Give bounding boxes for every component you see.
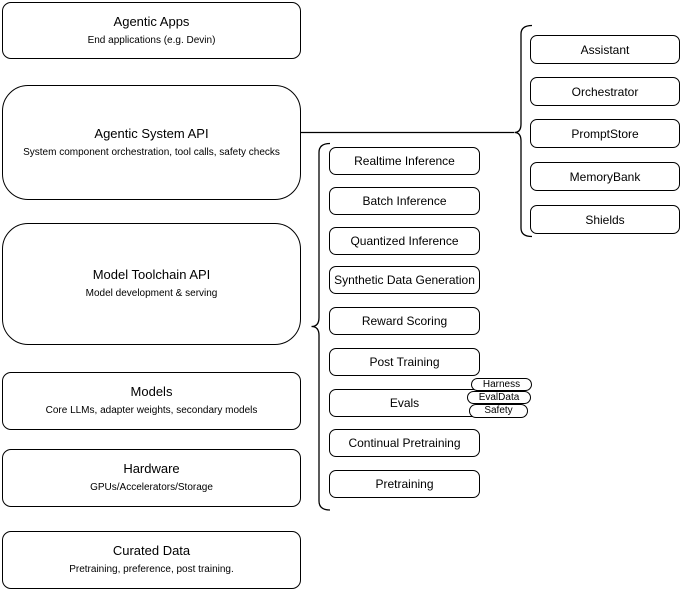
- node-continual-pretraining: Continual Pretraining: [329, 429, 480, 457]
- node-reward-scoring: Reward Scoring: [329, 307, 480, 335]
- node-curated-data: Curated Data Pretraining, preference, po…: [2, 531, 301, 589]
- node-assistant: Assistant: [530, 35, 680, 64]
- node-evals: Evals: [329, 389, 480, 417]
- node-post-training: Post Training: [329, 348, 480, 376]
- node-title: Curated Data: [112, 543, 191, 559]
- node-batch-inference: Batch Inference: [329, 187, 480, 215]
- node-title: Models: [130, 384, 173, 400]
- node-title: Agentic Apps: [113, 13, 190, 29]
- node-subtitle: Pretraining, preference, post training.: [69, 564, 234, 576]
- node-agentic-apps: Agentic Apps End applications (e.g. Devi…: [2, 2, 301, 59]
- node-pretraining: Pretraining: [329, 470, 480, 498]
- node-quantized-inference: Quantized Inference: [329, 227, 480, 255]
- node-models: Models Core LLMs, adapter weights, secon…: [2, 372, 301, 430]
- node-title: Hardware: [123, 461, 180, 477]
- node-subtitle: GPUs/Accelerators/Storage: [90, 482, 213, 494]
- node-shields: Shields: [530, 205, 680, 234]
- toolchain-group-bracket: [311, 142, 331, 511]
- node-subtitle: System component orchestration, tool cal…: [23, 146, 280, 158]
- node-promptstore: PromptStore: [530, 119, 680, 148]
- node-title: Model Toolchain API: [92, 267, 211, 283]
- tag-harness: Harness: [471, 378, 532, 391]
- node-synthetic-data-generation: Synthetic Data Generation: [329, 266, 480, 294]
- node-orchestrator: Orchestrator: [530, 77, 680, 106]
- node-agentic-system-api: Agentic System API System component orch…: [2, 85, 301, 200]
- node-title: Agentic System API: [94, 125, 209, 141]
- node-subtitle: Core LLMs, adapter weights, secondary mo…: [45, 405, 258, 417]
- node-subtitle: End applications (e.g. Devin): [87, 34, 216, 46]
- node-hardware: Hardware GPUs/Accelerators/Storage: [2, 449, 301, 507]
- node-model-toolchain-api: Model Toolchain API Model development & …: [2, 223, 301, 345]
- node-subtitle: Model development & serving: [85, 288, 218, 300]
- node-realtime-inference: Realtime Inference: [329, 147, 480, 175]
- tag-evaldata: EvalData: [467, 391, 531, 404]
- tag-safety: Safety: [469, 404, 528, 418]
- node-memorybank: MemoryBank: [530, 162, 680, 191]
